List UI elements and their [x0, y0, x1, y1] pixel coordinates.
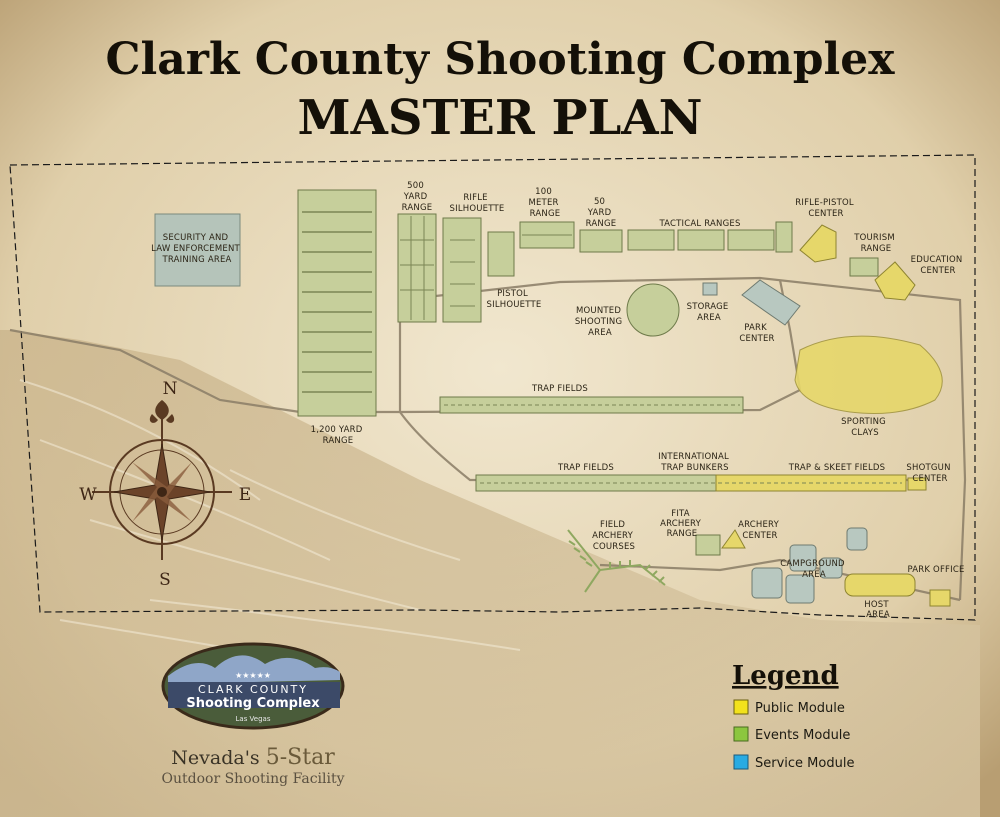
sporting-clays-label: SPORTING CLAYS: [841, 417, 889, 438]
legend-item-events: Events Module: [733, 726, 850, 743]
education-center[interactable]: [874, 261, 916, 301]
rifle-pistol-center[interactable]: [799, 224, 837, 263]
legend-swatch-events: [733, 726, 749, 742]
tactical-ranges[interactable]: [627, 221, 793, 253]
legend-label-public: Public Module: [755, 701, 845, 716]
campground-area[interactable]: [751, 527, 868, 604]
mounted-shooting-area[interactable]: [626, 283, 680, 337]
range-100-meter[interactable]: [519, 221, 575, 249]
roads: [9, 276, 967, 602]
rifle-silhouette-label: RIFLE SILHOUETTE: [450, 193, 505, 214]
tagline-line-2: Outdoor Shooting Facility: [162, 771, 345, 787]
range-500-yard[interactable]: [397, 213, 437, 323]
logo-line-3: Las Vegas: [236, 715, 271, 723]
sporting-clays[interactable]: [794, 335, 943, 414]
field-archery-label: FIELD ARCHERY COURSES: [592, 520, 636, 552]
fita-label: FITA ARCHERY RANGE: [660, 509, 704, 539]
security-label: SECURITY AND LAW ENFORCEMENT TRAINING AR…: [151, 233, 243, 265]
park-office[interactable]: [929, 589, 951, 607]
compass-north: N: [163, 379, 178, 399]
property-boundary: [9, 154, 976, 621]
legend-title: Legend: [732, 661, 839, 691]
park-office-label: PARK OFFICE: [907, 565, 964, 575]
compass-west: W: [79, 485, 97, 505]
storage-label: STORAGE AREA: [687, 302, 732, 323]
range-100-label: 100 METER RANGE: [528, 187, 561, 219]
mounted-label: MOUNTED SHOOTING AREA: [575, 306, 625, 338]
clark-county-logo: ★★★★★ CLARK COUNTY Shooting Complex Las …: [161, 642, 345, 730]
archery-center-label: ARCHERY CENTER: [738, 520, 782, 541]
fita-archery-range[interactable]: [695, 534, 721, 556]
trap-skeet-label: TRAP & SKEET FIELDS: [788, 463, 886, 473]
range-500-label: 500 YARD RANGE: [402, 181, 433, 213]
park-center[interactable]: [741, 279, 801, 326]
logo-line-2: Shooting Complex: [186, 696, 320, 711]
storage-area[interactable]: [702, 282, 718, 296]
tagline-line-1: Nevada's 5-Star: [171, 745, 335, 770]
trap-fields-lower-label: TRAP FIELDS: [557, 463, 614, 473]
international-label: INTERNATIONAL TRAP BUNKERS: [658, 452, 732, 473]
legend-label-service: Service Module: [755, 756, 854, 771]
rifle-silhouette-range[interactable]: [442, 217, 482, 323]
compass-rose: [92, 400, 232, 560]
pistol-silhouette-label: PISTOL SILHOUETTE: [487, 289, 542, 310]
archery-center[interactable]: [721, 529, 746, 549]
legend-item-public: Public Module: [733, 699, 845, 716]
title-line-2: MASTER PLAN: [298, 90, 703, 146]
range-1200-label: 1,200 YARD RANGE: [311, 425, 366, 446]
compass-south: S: [159, 570, 171, 590]
shotgun-center[interactable]: [907, 477, 927, 491]
legend-swatch-public: [733, 699, 749, 715]
campground-label: CAMPGROUND AREA: [780, 559, 847, 580]
tourism-label: TOURISM RANGE: [853, 233, 898, 254]
rifle-pistol-label: RIFLE-PISTOL CENTER: [795, 198, 856, 219]
legend-item-service: Service Module: [733, 754, 854, 771]
legend: Legend Public Module Events Module Servi…: [732, 661, 854, 771]
logo-line-1: CLARK COUNTY: [198, 683, 308, 696]
title-line-1: Clark County Shooting Complex: [106, 34, 896, 85]
logo-stars: ★★★★★: [235, 671, 271, 680]
pistol-silhouette-range[interactable]: [487, 231, 515, 277]
range-50-yard[interactable]: [579, 229, 623, 253]
range-50-label: 50 YARD RANGE: [586, 197, 617, 229]
security-training-area[interactable]: [154, 213, 241, 287]
compass-east: E: [239, 485, 251, 505]
shotgun-label: SHOTGUN CENTER: [906, 463, 953, 484]
field-archery-courses[interactable]: [567, 529, 666, 593]
legend-label-events: Events Module: [755, 728, 850, 743]
host-label: HOST AREA: [864, 600, 891, 620]
park-center-label: PARK CENTER: [739, 323, 774, 344]
range-1200-yard[interactable]: [297, 189, 377, 417]
tactical-ranges-label: TACTICAL RANGES: [658, 219, 740, 229]
trap-fields-upper-label: TRAP FIELDS: [531, 384, 588, 394]
tourism-range[interactable]: [849, 257, 879, 277]
host-area[interactable]: [844, 573, 916, 597]
education-label: EDUCATION CENTER: [911, 255, 966, 276]
legend-swatch-service: [733, 754, 749, 770]
